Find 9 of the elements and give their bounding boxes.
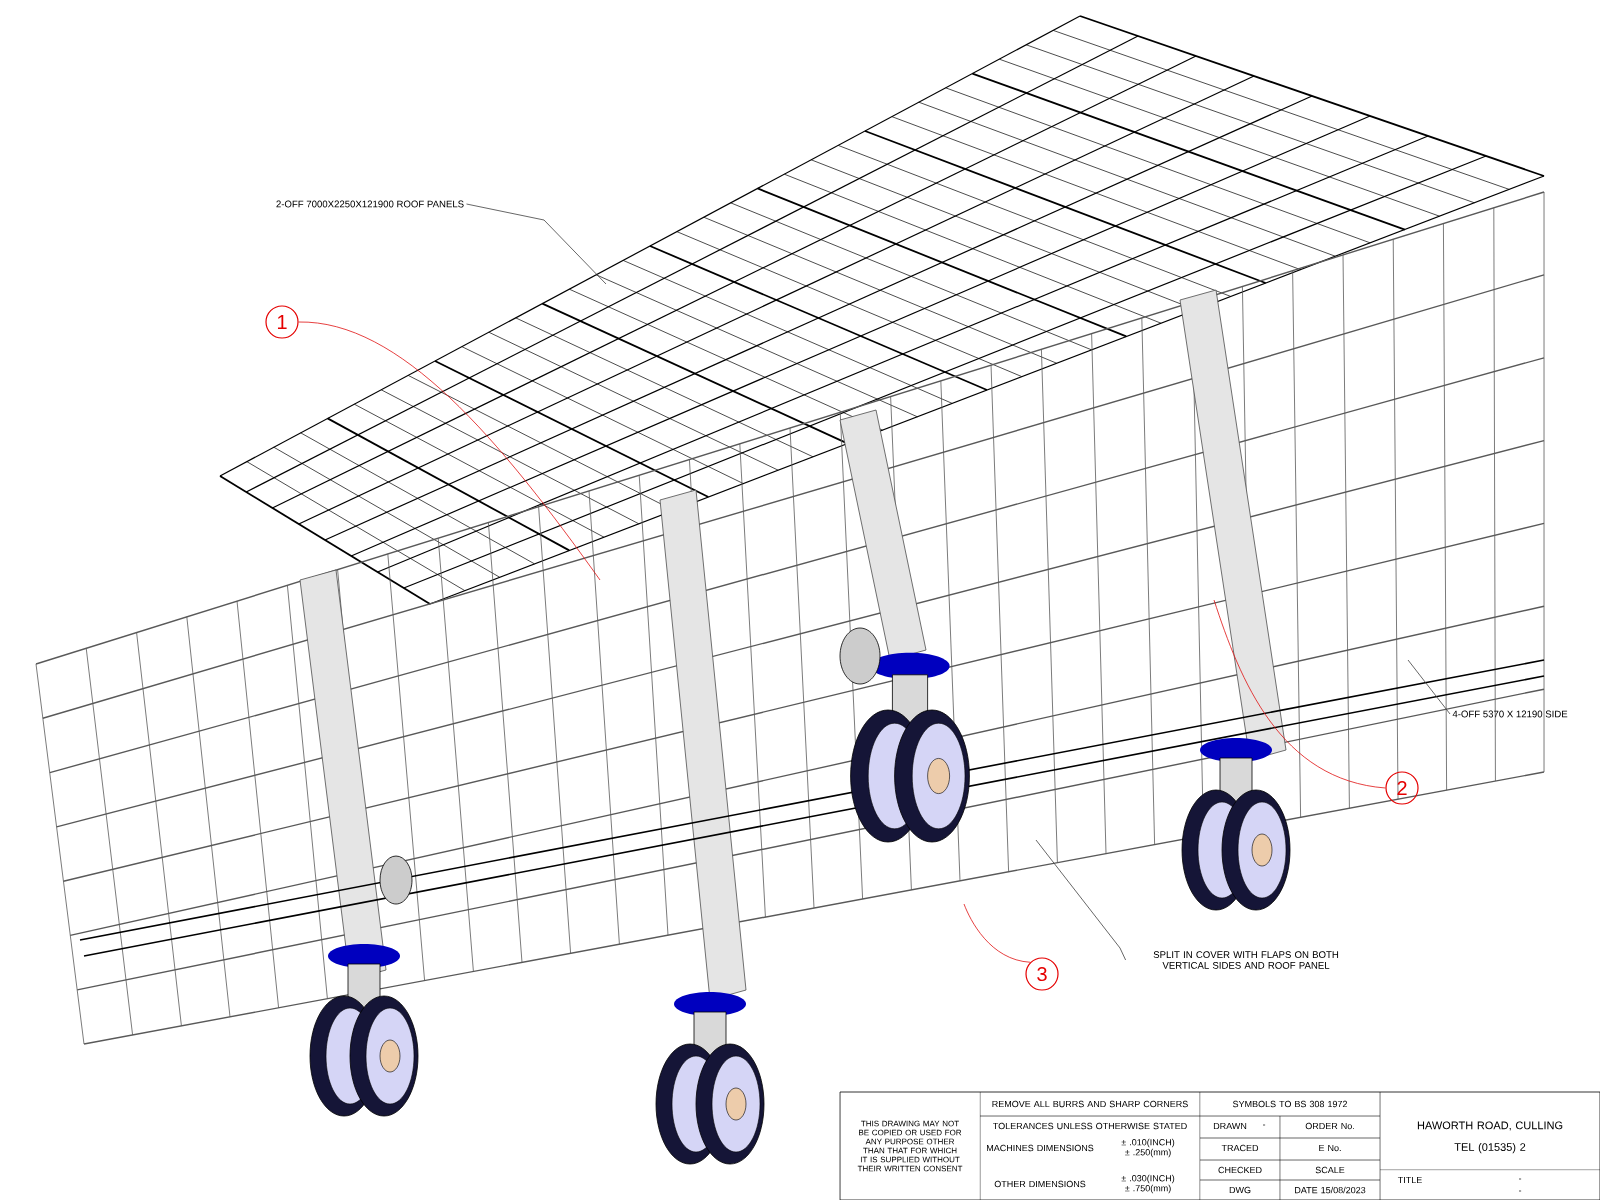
callout-number: 3 [1025,957,1059,991]
leader-line [963,903,1031,963]
leader-line [1213,599,1386,789]
callout-number: 2 [1385,771,1419,805]
leader-line [1035,839,1126,961]
callout-number: 1 [265,305,299,339]
leader-line [1407,659,1451,715]
leader-line [466,203,607,285]
leader-line [298,321,601,581]
